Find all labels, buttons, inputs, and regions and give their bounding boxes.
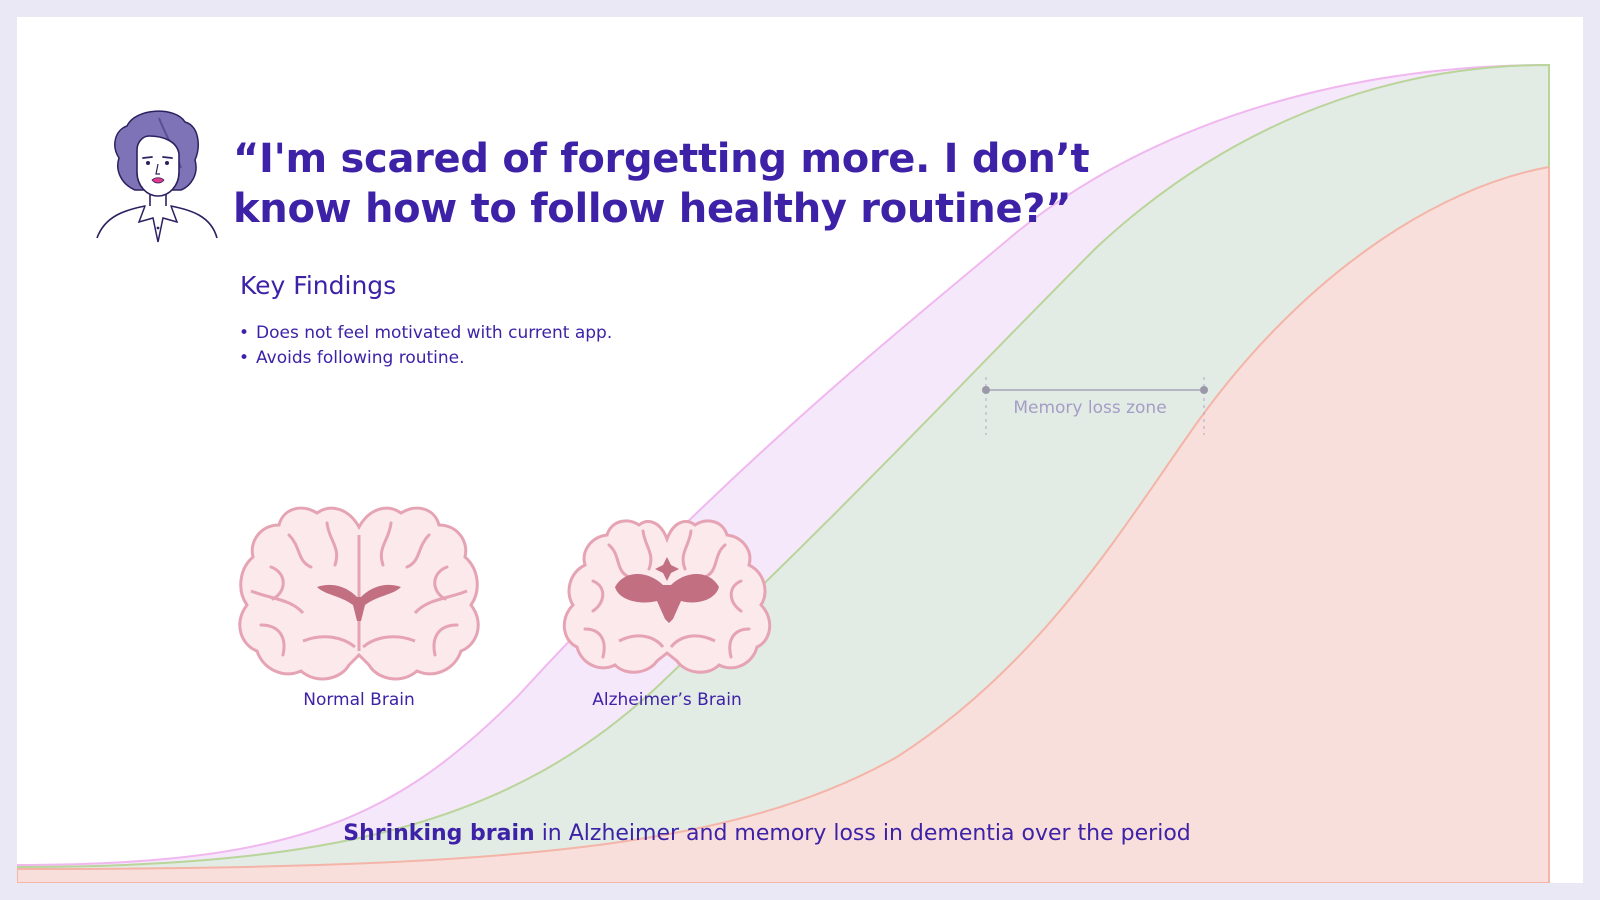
zone-start-dot [982,386,990,394]
alzheimers-brain-label: Alzheimer’s Brain [592,690,742,710]
memory-loss-zone-marker [982,377,1208,435]
normal-brain-icon [238,506,480,681]
caption-rest: in Alzheimer and memory loss in dementia… [534,821,1191,846]
progression-curves [17,63,1550,883]
normal-brain-label: Normal Brain [303,690,415,710]
finding-item: Does not feel motivated with current app… [239,321,612,346]
key-findings-title: Key Findings [240,271,397,300]
persona-quote: “I'm scared of forgetting more. I don’t … [233,136,1090,232]
caption-bold: Shrinking brain [343,821,535,846]
zone-end-dot [1200,386,1208,394]
persona-avatar-icon [96,110,218,243]
slide: “I'm scared of forgetting more. I don’t … [17,17,1583,883]
salmon-area [17,165,1550,883]
chart-caption: Shrinking brain in Alzheimer and memory … [217,821,1317,846]
key-findings-list: Does not feel motivated with current app… [239,321,612,371]
finding-item: Avoids following routine. [239,346,612,371]
alzheimers-brain-icon [562,519,772,674]
memory-loss-zone-label: Memory loss zone [1013,398,1167,418]
